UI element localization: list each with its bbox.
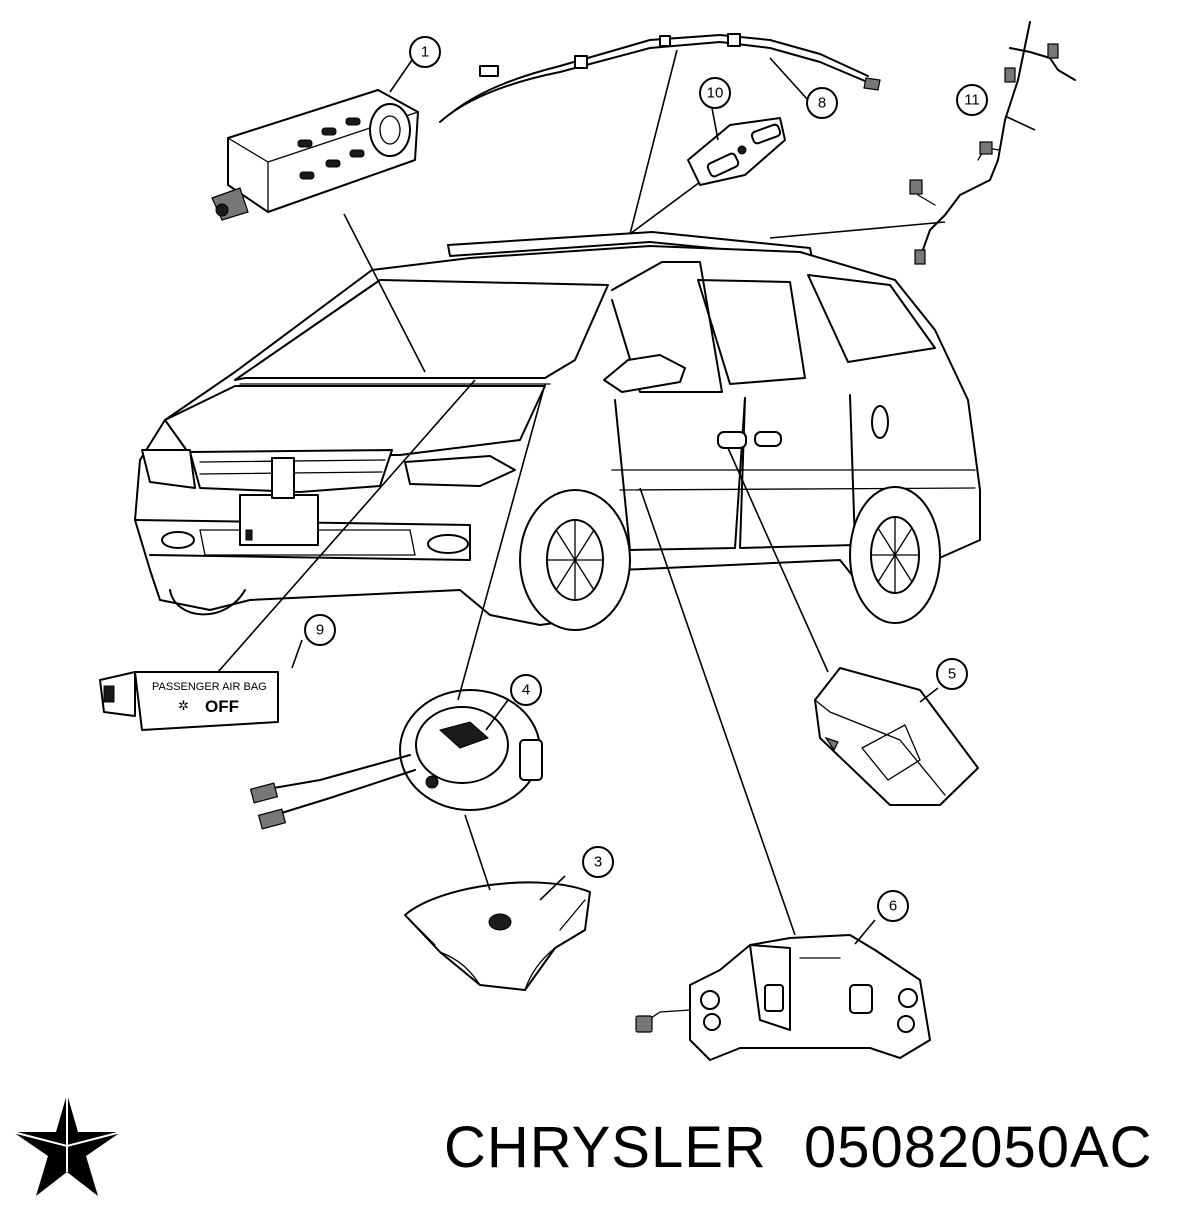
callout-circle — [877, 890, 909, 922]
part-caption: CHRYSLER 05082050AC — [444, 1108, 1194, 1188]
callout-group: 1 3 4 5 6 8 9 10 11 — [304, 36, 988, 922]
brand-name: CHRYSLER — [444, 1115, 767, 1180]
leader-lines — [217, 49, 1036, 945]
side-airbag-part — [814, 667, 979, 806]
callout-10: 10 — [699, 77, 731, 109]
indicator-label-line1: PASSENGER AIR BAG — [152, 681, 267, 693]
callout-circle — [806, 87, 838, 119]
callout-circle — [582, 846, 614, 878]
callout-9: 9 — [304, 614, 336, 646]
callout-6: 6 — [877, 890, 909, 922]
callout-circle — [956, 84, 988, 116]
callout-8: 8 — [806, 87, 838, 119]
callout-1: 1 — [409, 36, 441, 68]
indicator-label-line2: OFF — [205, 697, 239, 716]
callout-circle — [510, 674, 542, 706]
callout-number: 5 — [948, 666, 956, 683]
callout-3: 3 — [582, 846, 614, 878]
passenger-airbag-part — [211, 89, 419, 221]
callout-circle — [409, 36, 441, 68]
callout-number: 6 — [889, 898, 897, 915]
callout-number: 10 — [707, 85, 724, 102]
part-number: 05082050AC — [803, 1115, 1153, 1180]
callout-number: 11 — [964, 92, 980, 109]
callout-11: 11 — [956, 84, 988, 116]
callout-circle — [936, 658, 968, 690]
wiring-harness-part — [909, 21, 1076, 265]
driver-airbag-part — [404, 881, 591, 991]
callout-4: 4 — [510, 674, 542, 706]
airbag-indicator-part — [99, 671, 279, 731]
callout-number: 8 — [818, 95, 826, 112]
control-module-part — [635, 934, 931, 1061]
callout-number: 1 — [421, 44, 429, 61]
callout-number: 4 — [522, 682, 530, 699]
clockspring-part — [249, 689, 543, 830]
indicator-off-symbol-icon: ✲ — [178, 698, 189, 713]
pentastar-logo-icon — [12, 1094, 122, 1196]
callout-number: 3 — [594, 854, 602, 871]
impact-sensor-part — [687, 117, 786, 186]
callout-circle — [699, 77, 731, 109]
callout-number: 9 — [316, 622, 324, 639]
callout-circle — [304, 614, 336, 646]
minivan-illustration — [134, 231, 981, 631]
callout-5: 5 — [936, 658, 968, 690]
curtain-airbag-part — [439, 33, 881, 123]
